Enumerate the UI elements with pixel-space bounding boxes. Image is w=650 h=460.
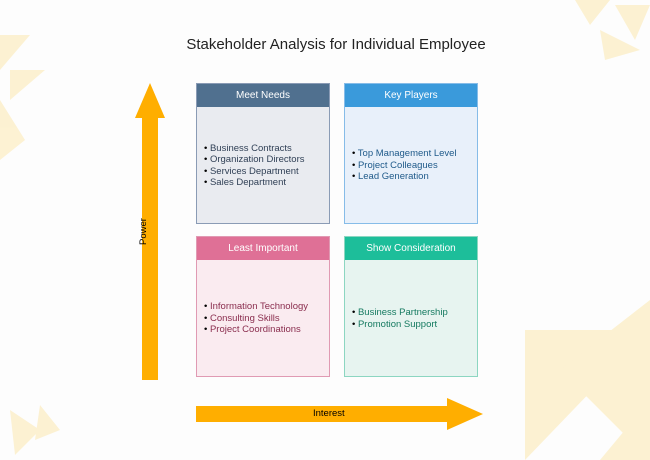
quadrant-header: Show Consideration xyxy=(345,237,477,260)
quadrant-header: Least Important xyxy=(197,237,329,260)
quadrant-least-important: Least ImportantInformation TechnologyCon… xyxy=(196,236,330,377)
list-item: Sales Department xyxy=(204,177,329,189)
quadrant-list: Top Management LevelProject ColleaguesLe… xyxy=(345,107,477,224)
list-item: Project Coordinations xyxy=(204,324,329,336)
list-item: Business Contracts xyxy=(204,143,329,155)
list-item: Information Technology xyxy=(204,301,329,313)
quadrant-meet-needs: Meet NeedsBusiness ContractsOrganization… xyxy=(196,83,330,224)
page-title: Stakeholder Analysis for Individual Empl… xyxy=(186,36,486,53)
quadrant-list: Business ContractsOrganization Directors… xyxy=(197,107,329,224)
list-item: Services Department xyxy=(204,166,329,178)
power-arrow xyxy=(135,83,165,380)
power-axis-label: Power xyxy=(137,218,149,245)
list-item: Organization Directors xyxy=(204,154,329,166)
list-item: Lead Generation xyxy=(352,171,477,183)
quadrant-list: Business PartnershipPromotion Support xyxy=(345,260,477,377)
list-item: Business Partnership xyxy=(352,307,477,319)
list-item: Project Colleagues xyxy=(352,160,477,172)
quadrant-show-consideration: Show ConsiderationBusiness PartnershipPr… xyxy=(344,236,478,377)
quadrant-header: Key Players xyxy=(345,84,477,107)
list-item: Top Management Level xyxy=(352,148,477,160)
list-item: Promotion Support xyxy=(352,319,477,331)
list-item: Consulting Skills xyxy=(204,313,329,325)
quadrant-key-players: Key PlayersTop Management LevelProject C… xyxy=(344,83,478,224)
interest-axis-label: Interest xyxy=(313,408,345,419)
quadrant-header: Meet Needs xyxy=(197,84,329,107)
interest-arrow xyxy=(196,398,483,430)
quadrant-list: Information TechnologyConsulting SkillsP… xyxy=(197,260,329,377)
